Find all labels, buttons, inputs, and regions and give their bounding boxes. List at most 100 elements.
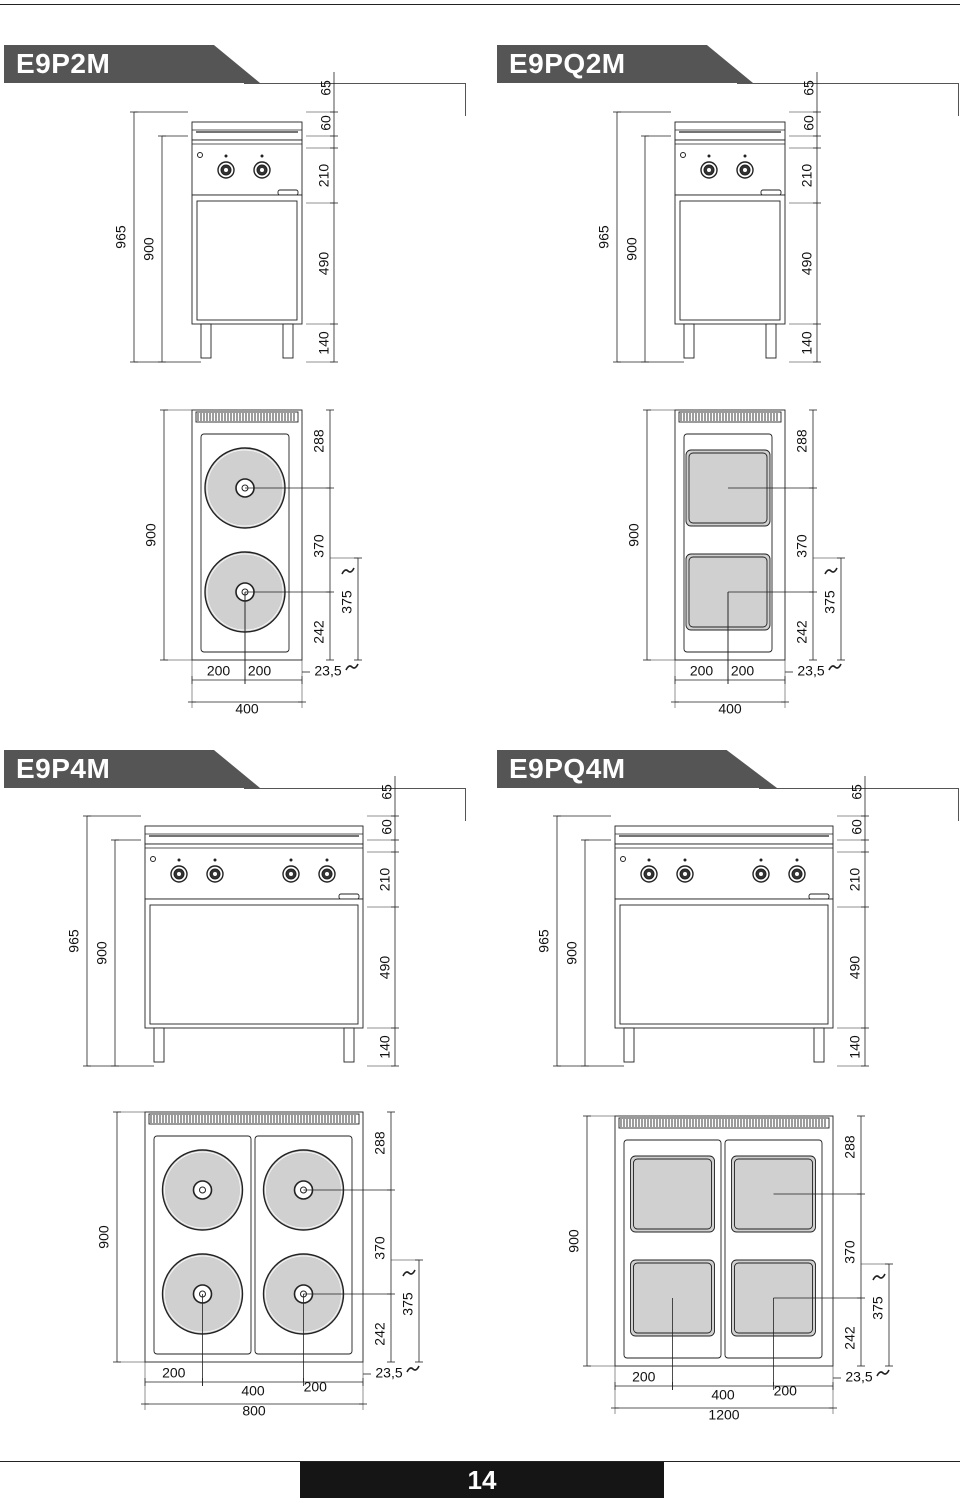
dim-label: 900 xyxy=(624,237,640,261)
control-knob xyxy=(640,858,658,883)
dim-label: 210 xyxy=(377,868,393,892)
tolerance-icon xyxy=(406,1365,420,1373)
knob-indicator xyxy=(743,154,747,158)
tolerance-icon xyxy=(828,663,842,671)
dim-label: 242 xyxy=(842,1326,858,1350)
page-number: 14 xyxy=(300,1462,664,1498)
dim-label: 200 xyxy=(207,663,231,679)
hob-top xyxy=(674,121,786,141)
dim-label: 375 xyxy=(339,590,355,614)
dim-label: 900 xyxy=(626,523,642,547)
cabinet-door xyxy=(679,200,781,321)
dim-label: 60 xyxy=(849,819,865,835)
knob-center xyxy=(647,872,651,876)
dim-label: 200 xyxy=(690,663,714,679)
knob-indicator xyxy=(325,858,329,862)
dim-label: 900 xyxy=(564,941,580,965)
control-knob xyxy=(318,858,336,883)
banner-e9pq4m: E9PQ4M xyxy=(497,750,960,821)
pilot-lamp xyxy=(197,152,203,158)
banner-e9p4m: E9P4M xyxy=(4,750,468,821)
dim-label: 23,5 xyxy=(314,663,341,679)
dim-label: 965 xyxy=(66,929,82,953)
knob-indicator xyxy=(795,858,799,862)
dim-label: 370 xyxy=(372,1236,388,1260)
control-knob xyxy=(206,858,224,883)
knob-indicator xyxy=(177,858,181,862)
cabinet xyxy=(614,898,834,1029)
dim-label: 900 xyxy=(94,941,110,965)
dim-label: 210 xyxy=(847,868,863,892)
dim-label: 900 xyxy=(96,1225,112,1249)
grille-frame xyxy=(678,411,782,423)
knob-indicator xyxy=(213,858,217,862)
control-knob xyxy=(253,154,271,179)
tolerance-icon xyxy=(341,567,355,575)
dim-label: 400 xyxy=(718,701,742,717)
dim-label: 65 xyxy=(379,784,395,800)
square-hotplate xyxy=(630,1155,715,1233)
hotplate-inner xyxy=(633,1158,712,1230)
dim-label: 210 xyxy=(799,164,815,188)
knob-center xyxy=(260,168,264,172)
dim-label: 965 xyxy=(113,225,129,249)
grille-frame xyxy=(618,1117,830,1129)
hob-top xyxy=(614,825,834,845)
dim-label: 200 xyxy=(248,663,272,679)
name-plate xyxy=(338,893,360,900)
leg-right xyxy=(765,323,777,359)
tolerance-icon xyxy=(876,1369,890,1377)
dim-label: 60 xyxy=(379,819,395,835)
hotplate-hub xyxy=(199,1186,206,1194)
knob-center xyxy=(289,872,293,876)
dim-label: 490 xyxy=(377,956,393,980)
knob-center xyxy=(213,872,217,876)
control-knob xyxy=(700,154,718,179)
control-knob xyxy=(170,858,188,883)
dim-label: 490 xyxy=(847,956,863,980)
dim-label: 200 xyxy=(731,663,755,679)
knob-indicator xyxy=(707,154,711,158)
dim-label: 200 xyxy=(162,1365,186,1381)
leg-left xyxy=(153,1027,165,1063)
vent-grille xyxy=(148,1113,360,1125)
dim-label: 965 xyxy=(536,929,552,953)
knob-indicator xyxy=(647,858,651,862)
top-rule xyxy=(0,4,960,5)
knob-center xyxy=(325,872,329,876)
dim-label: 242 xyxy=(794,620,810,644)
pilot-lamp xyxy=(620,856,626,862)
grille-frame xyxy=(148,1113,360,1125)
control-panel xyxy=(674,139,786,196)
dim-label: 900 xyxy=(143,523,159,547)
knob-indicator xyxy=(289,858,293,862)
dim-label: 60 xyxy=(801,115,817,131)
name-plate xyxy=(808,893,830,900)
leg-left xyxy=(623,1027,635,1063)
vent-grille xyxy=(618,1117,830,1129)
dim-label: 288 xyxy=(842,1135,858,1159)
dim-label: 288 xyxy=(372,1131,388,1155)
dim-label: 140 xyxy=(847,1035,863,1059)
dim-label: 242 xyxy=(372,1322,388,1346)
knob-center xyxy=(795,872,799,876)
knob-center xyxy=(224,168,228,172)
knob-center xyxy=(177,872,181,876)
hob-top xyxy=(144,825,364,845)
knob-indicator xyxy=(759,858,763,862)
leg-right xyxy=(813,1027,825,1063)
dim-label: 288 xyxy=(794,429,810,453)
dim-label: 140 xyxy=(799,331,815,355)
control-knob xyxy=(676,858,694,883)
dim-label: 490 xyxy=(316,252,332,276)
model-title: E9PQ4M xyxy=(509,753,626,784)
knob-indicator xyxy=(260,154,264,158)
dim-label: 400 xyxy=(241,1383,265,1399)
